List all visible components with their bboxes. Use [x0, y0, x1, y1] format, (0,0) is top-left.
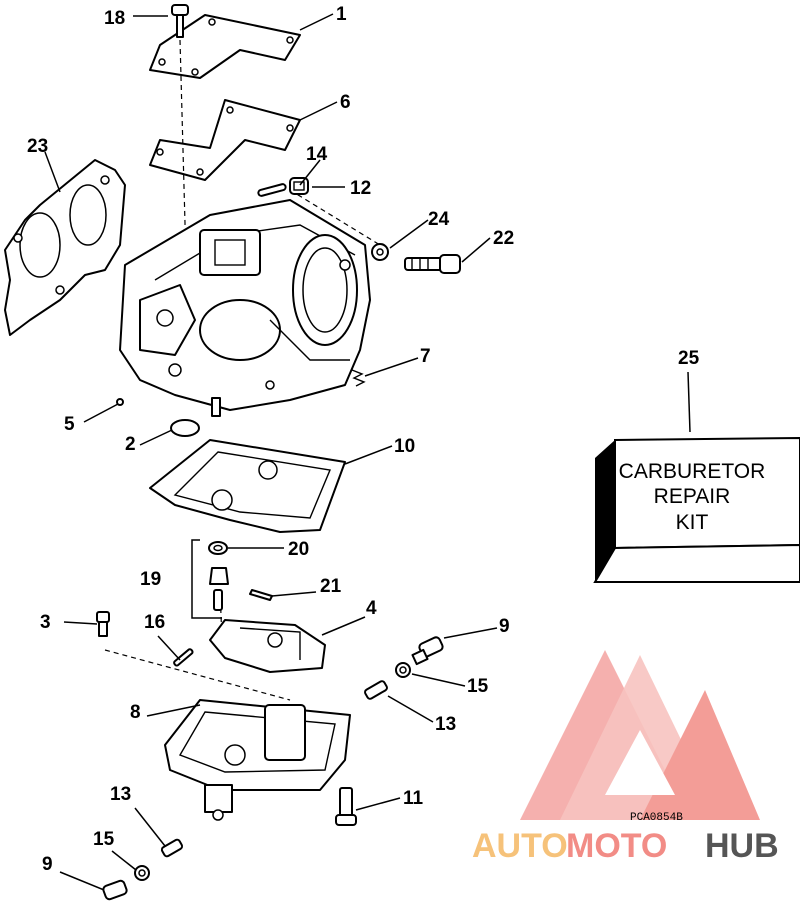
callout-18: 18 [104, 8, 125, 29]
part-18-screw [171, 4, 189, 38]
callout-13-upper: 13 [435, 714, 456, 735]
part-13-jet-upper [364, 680, 388, 700]
part-16-float-pin [173, 648, 194, 667]
part-20-washer [208, 541, 228, 555]
callout-14: 14 [306, 144, 328, 165]
callout-9-lower: 9 [42, 854, 53, 875]
leader-lines [44, 13, 691, 891]
callout-12: 12 [350, 178, 371, 199]
part-12-plug [289, 177, 309, 195]
callout-13-lower: 13 [110, 784, 131, 805]
part-1-cover [149, 14, 301, 79]
callout-15-upper: 15 [467, 676, 489, 697]
callout-1: 1 [336, 4, 347, 25]
logo-triangle-cutout [605, 730, 675, 795]
kit-label-line1: CARBURETOR [619, 460, 766, 483]
part-8-float-bowl [164, 699, 351, 821]
watermark-text-auto: AUTO [472, 827, 568, 865]
callout-25: 25 [678, 348, 700, 369]
part-25-repair-kit-box: CARBURETOR REPAIR KIT [593, 436, 800, 583]
carburetor-body [119, 199, 371, 417]
kit-label-line2: REPAIR [654, 485, 731, 508]
callout-16: 16 [144, 612, 165, 633]
part-24-washer [371, 243, 389, 261]
part-10-gasket [149, 439, 346, 533]
part-4-float [209, 619, 326, 673]
callout-7: 7 [420, 346, 431, 367]
callout-24: 24 [428, 209, 450, 230]
callout-19: 19 [140, 569, 161, 590]
part-21-pin [249, 589, 273, 601]
part-9-screw-upper [411, 636, 444, 666]
callout-5: 5 [64, 414, 75, 435]
part-15-washer-lower [134, 865, 150, 881]
watermark-text-hub: HUB [705, 827, 779, 865]
callout-6: 6 [340, 92, 351, 113]
part-13-jet-lower [160, 838, 184, 858]
part-14-pin [257, 183, 287, 197]
callout-20: 20 [288, 539, 309, 560]
alignment-lines [104, 39, 381, 701]
part-22-screw [404, 254, 461, 274]
callout-15-lower: 15 [93, 829, 115, 850]
callout-4: 4 [366, 598, 377, 619]
kit-label-line3: KIT [676, 511, 709, 534]
part-6-gasket [149, 99, 301, 181]
callout-9-upper: 9 [499, 616, 510, 637]
callout-labels: 18 1 6 23 14 12 24 22 7 25 5 2 10 20 19 … [27, 4, 700, 875]
kit-box-side [595, 440, 615, 582]
watermark-text-moto: MOTO [566, 827, 667, 865]
callout-3: 3 [40, 612, 51, 633]
part-9-screw-lower [102, 879, 128, 901]
part-23-intake-gasket [4, 159, 126, 336]
callout-2: 2 [125, 434, 136, 455]
kit-box-bottom [593, 543, 800, 583]
part-11-screw [335, 787, 357, 826]
callout-23: 23 [27, 136, 48, 157]
part-15-washer-upper [395, 662, 411, 678]
part-19-needle-seat [191, 539, 229, 619]
part-7-spring [351, 369, 366, 387]
callout-10: 10 [394, 436, 415, 457]
drawing-code: PCA0854B [630, 812, 683, 824]
part-3-screw [96, 611, 110, 637]
watermark-logo [520, 650, 760, 820]
callout-11: 11 [403, 788, 424, 809]
part-2-disc [170, 419, 200, 437]
watermark-wordmark: AUTO MOTO HUB [472, 827, 779, 865]
callout-21: 21 [320, 576, 342, 597]
callout-22: 22 [493, 228, 514, 249]
part-5-ball [116, 398, 124, 406]
callout-8: 8 [130, 702, 141, 723]
